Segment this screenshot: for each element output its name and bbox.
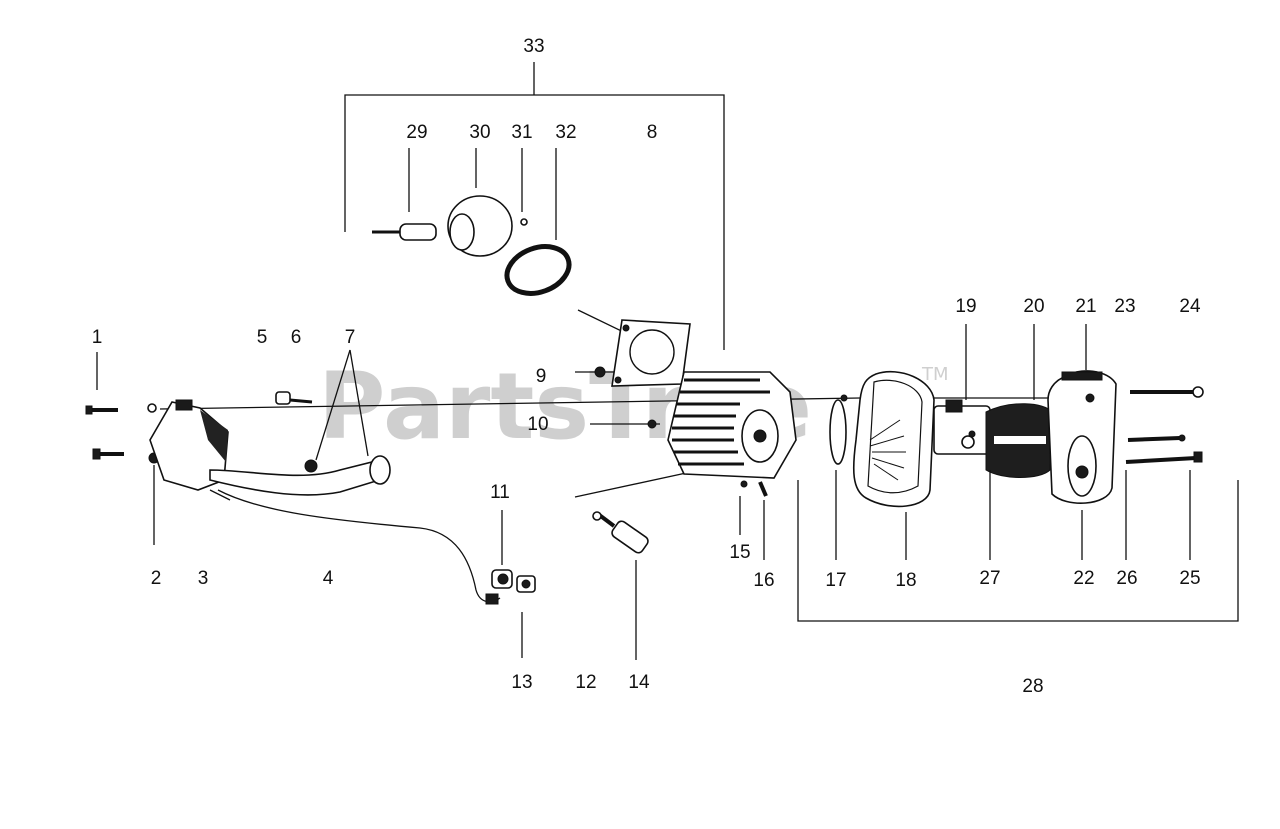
callout-5: 5 (257, 327, 268, 348)
part-long-screws-23-25 (1125, 386, 1204, 464)
part-spark-plug-14 (592, 511, 649, 554)
callout-33: 33 (523, 36, 544, 57)
callout-18: 18 (895, 570, 916, 591)
part-muffler-3 (149, 399, 229, 491)
part-filter-20 (985, 403, 1053, 478)
part-cover-21-22 (1047, 370, 1117, 504)
callout-16: 16 (753, 570, 774, 591)
part-gasket-8 (611, 319, 691, 387)
callout-7: 7 (345, 327, 356, 348)
callout-23: 23 (1114, 296, 1135, 317)
callout-13: 13 (511, 672, 532, 693)
callout-28: 28 (1022, 676, 1043, 697)
callout-32: 32 (555, 122, 576, 143)
part-screw-2 (92, 403, 160, 464)
part-carburetor-19-27 (933, 399, 991, 455)
callout-26: 26 (1116, 568, 1137, 589)
part-fitting-5-6 (275, 391, 318, 473)
callout-12: 12 (575, 672, 596, 693)
callout-10: 10 (527, 414, 548, 435)
group-bracket-33 (344, 62, 725, 350)
part-screw-1 (85, 405, 118, 415)
callout-19: 19 (955, 296, 976, 317)
watermark-tm: TM (921, 364, 949, 385)
callout-29: 29 (406, 122, 427, 143)
callout-6: 6 (291, 327, 302, 348)
callout-27: 27 (979, 568, 1000, 589)
callout-labels: 33 29 30 31 32 8 1 5 6 7 9 10 19 20 21 2… (92, 36, 1201, 697)
part-gasket-17 (829, 394, 848, 465)
callout-31: 31 (511, 122, 532, 143)
part-screws-9-10 (594, 366, 657, 429)
callout-17: 17 (825, 570, 846, 591)
callout-11: 11 (490, 482, 510, 503)
callout-2: 2 (151, 568, 162, 589)
part-piston-assembly (372, 195, 572, 296)
callout-25: 25 (1179, 568, 1200, 589)
callout-24: 24 (1179, 296, 1201, 317)
callout-22: 22 (1073, 568, 1094, 589)
callout-20: 20 (1023, 296, 1044, 317)
callout-30: 30 (469, 122, 490, 143)
callout-15: 15 (729, 542, 750, 563)
callout-21: 21 (1075, 296, 1096, 317)
part-air-box-18 (852, 370, 935, 508)
part-cylinder (667, 371, 797, 497)
callout-9: 9 (536, 366, 547, 387)
part-switch-11-13 (491, 569, 536, 593)
leader-lines (96, 148, 1191, 660)
group-bracket-28 (797, 480, 1239, 622)
part-handle-4 (209, 455, 501, 605)
callout-3: 3 (198, 568, 209, 589)
callout-1: 1 (92, 327, 103, 348)
callout-8: 8 (647, 122, 658, 143)
callout-4: 4 (323, 568, 334, 589)
callout-14: 14 (628, 672, 650, 693)
